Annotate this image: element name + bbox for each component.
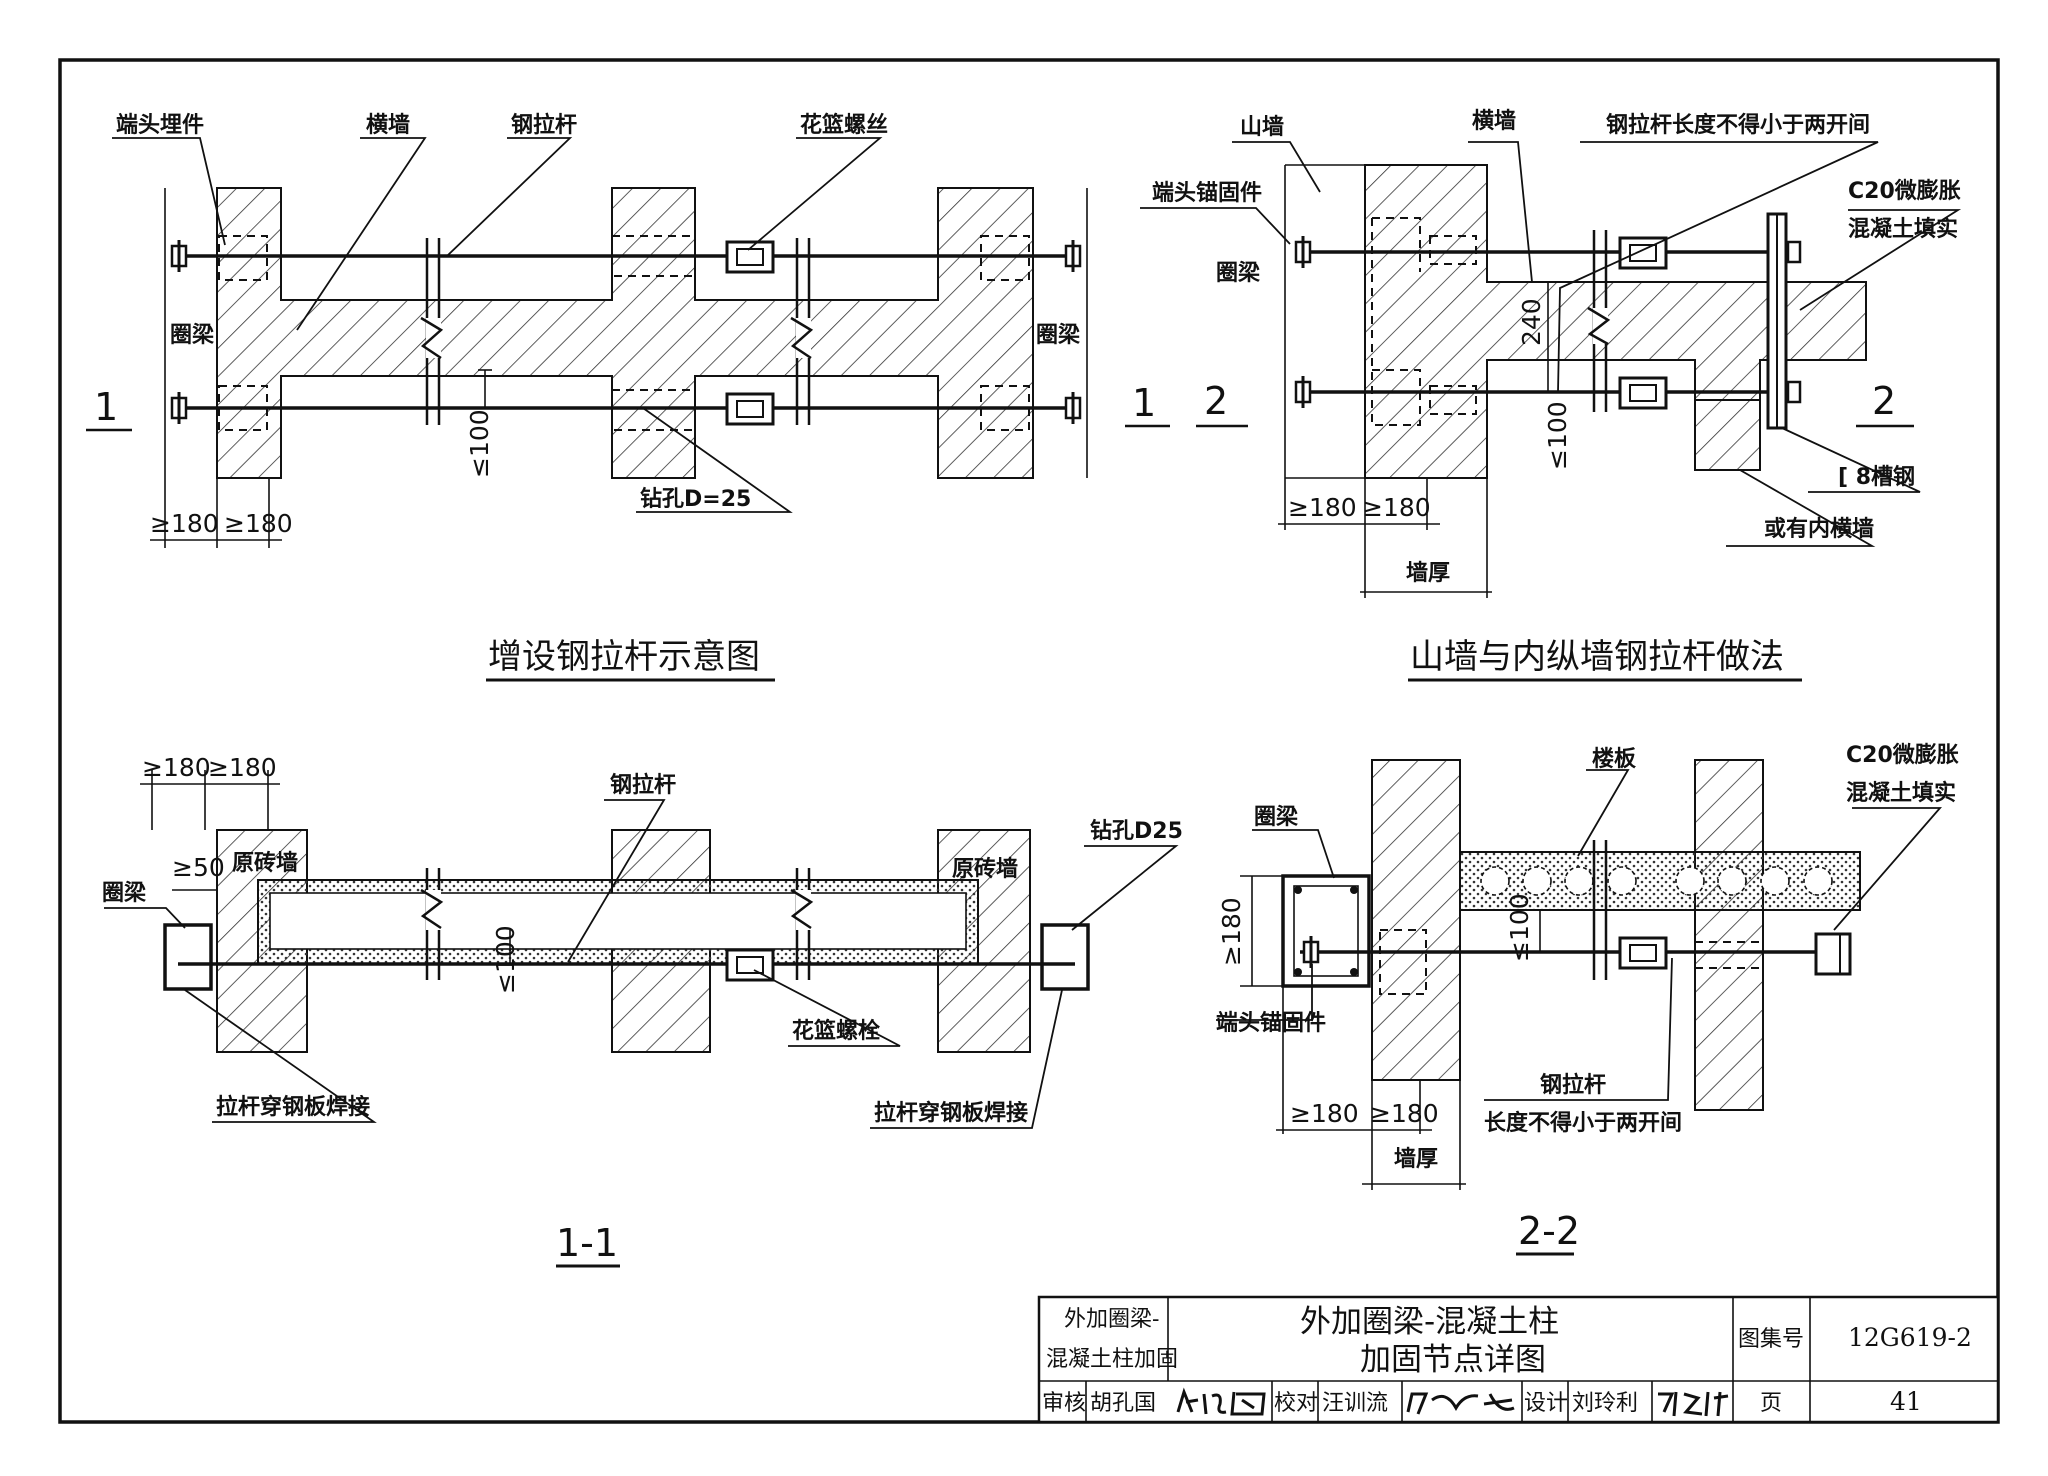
- page-number: 41: [1890, 1387, 1922, 1416]
- dim-height-180: ≥180: [1217, 897, 1246, 966]
- designer-name: 刘玲利: [1572, 1391, 1638, 1416]
- checker-signature: [1406, 1392, 1515, 1415]
- label-orig-wall-right: 原砖墙: [952, 856, 1018, 882]
- end-anchor: [170, 240, 1082, 424]
- sheet-frame: [58, 58, 2000, 1424]
- label-wall-thickness: 墙厚: [1394, 1147, 1438, 1172]
- label-ring-beam: 圈梁: [102, 881, 146, 906]
- label-channel: [ 8槽钢: [1838, 464, 1915, 490]
- dim-240: 240: [1517, 298, 1546, 346]
- dim-1: ≥180: [1288, 493, 1357, 522]
- drawing-title-line1: 外加圈梁-混凝土柱: [1300, 1304, 1559, 1340]
- label-rod-line2: 长度不得小于两开间: [1484, 1110, 1682, 1136]
- dim-spacing: ≤100: [1505, 893, 1534, 962]
- label-c20-line1: C20微膨胀: [1846, 742, 1959, 768]
- turnbuckle: [725, 392, 775, 426]
- label-slab: 楼板: [1592, 747, 1637, 772]
- atlas-label: 图集号: [1738, 1327, 1804, 1352]
- page-label: 页: [1760, 1391, 1782, 1416]
- designer-signature: [1658, 1391, 1729, 1417]
- label-cross-wall: 横墙: [1472, 109, 1516, 134]
- label-c20-line2: 混凝土填实: [1848, 216, 1958, 242]
- label-weld-right: 拉杆穿钢板焊接: [874, 1100, 1028, 1126]
- dim-1: ≥180: [142, 753, 211, 782]
- label-ring-beam: 圈梁: [1254, 805, 1298, 830]
- section-mark-left: 1: [94, 385, 118, 429]
- label-steel-rod: 钢拉杆: [610, 772, 676, 798]
- dim-2: ≥180: [1362, 493, 1431, 522]
- label-turnbuckle-bolt: 花篮螺栓: [792, 1018, 880, 1044]
- section-mark-right: 2: [1872, 379, 1896, 423]
- check-label: 校对: [1274, 1391, 1318, 1416]
- label-steel-rod: 钢拉杆: [511, 112, 577, 138]
- dim-spacing: ≤100: [1543, 401, 1572, 470]
- dim-2: ≥180: [224, 509, 293, 538]
- label-end-anchor: 端头锚固件: [1216, 1010, 1326, 1036]
- label-end-anchor: 端头锚固件: [1152, 180, 1262, 206]
- label-cross-wall: 横墙: [366, 113, 410, 138]
- label-ring-beam-left: 圈梁: [170, 323, 214, 348]
- reviewer-name: 胡孔国: [1090, 1391, 1156, 1416]
- category-line1: 外加圈梁-: [1064, 1307, 1159, 1332]
- label-inner-wall: 或有内横墙: [1764, 516, 1874, 542]
- label-orig-wall-left: 原砖墙: [232, 850, 298, 876]
- label-weld-left: 拉杆穿钢板焊接: [216, 1094, 370, 1120]
- section-mark-right: 1: [1132, 381, 1156, 425]
- dim-spacing: ≤100: [465, 409, 494, 478]
- dim-2: ≥180: [208, 753, 277, 782]
- atlas-number: 12G619-2: [1848, 1323, 1972, 1352]
- label-wall-thickness: 墙厚: [1406, 561, 1450, 586]
- label-rod-length: 钢拉杆长度不得小于两开间: [1606, 112, 1870, 138]
- label-end-embed: 端头埋件: [116, 113, 204, 138]
- diagram-2: 山墙 横墙 钢拉杆长度不得小于两开间 端头锚固件 圈梁 C20微膨胀 混凝土填实…: [1140, 109, 1962, 682]
- label-ring-beam: 圈梁: [1216, 261, 1260, 286]
- label-drill: 钻孔D=25: [640, 486, 751, 512]
- label-c20-line1: C20微膨胀: [1848, 178, 1961, 204]
- section-1-1: 圈梁 原砖墙 原砖墙 钢拉杆 钻孔D25 花篮螺栓 拉杆穿钢板焊接 拉杆穿钢板焊…: [102, 753, 1183, 1268]
- diagram-1: 端头埋件 横墙 钢拉杆 花篮螺丝 圈梁 圈梁 钻孔D=25 ≤100 ≥180 …: [86, 112, 1170, 682]
- label-gable-wall: 山墙: [1240, 115, 1284, 140]
- section-title: 1-1: [556, 1221, 618, 1265]
- label-turnbuckle: 花篮螺丝: [800, 112, 888, 138]
- section-title: 2-2: [1518, 1209, 1580, 1253]
- category-line2: 混凝土柱加固: [1046, 1347, 1178, 1372]
- break-mark: [420, 238, 444, 425]
- section-mark-left: 2: [1204, 379, 1228, 423]
- label-drill: 钻孔D25: [1090, 818, 1183, 844]
- label-c20-line2: 混凝土填实: [1846, 780, 1956, 806]
- dim-spacing: ≤100: [491, 925, 520, 994]
- reviewer-signature: [1176, 1387, 1266, 1416]
- break-mark: [790, 238, 814, 425]
- diagram-title: 山墙与内纵墙钢拉杆做法: [1410, 637, 1784, 677]
- dim-1: ≥180: [150, 509, 219, 538]
- diagram-title: 增设钢拉杆示意图: [488, 637, 760, 677]
- drawing-title-line2: 加固节点详图: [1360, 1342, 1546, 1378]
- dim-1: ≥180: [1290, 1099, 1359, 1128]
- title-block: 外加圈梁- 混凝土柱加固 外加圈梁-混凝土柱 加固节点详图 图集号 12G619…: [1037, 1295, 2000, 1424]
- label-ring-beam-right: 圈梁: [1036, 323, 1080, 348]
- dim-2: ≥180: [1370, 1099, 1439, 1128]
- review-label: 审核: [1042, 1391, 1086, 1416]
- section-2-2: 楼板 圈梁 C20微膨胀 混凝土填实 端头锚固件 钢拉杆 长度不得小于两开间 墙…: [1216, 742, 1959, 1256]
- checker-name: 汪训流: [1322, 1391, 1388, 1416]
- design-label: 设计: [1524, 1391, 1568, 1416]
- label-rod-line1: 钢拉杆: [1540, 1072, 1606, 1098]
- turnbuckle: [725, 240, 775, 274]
- dim-50: ≥50: [172, 853, 225, 882]
